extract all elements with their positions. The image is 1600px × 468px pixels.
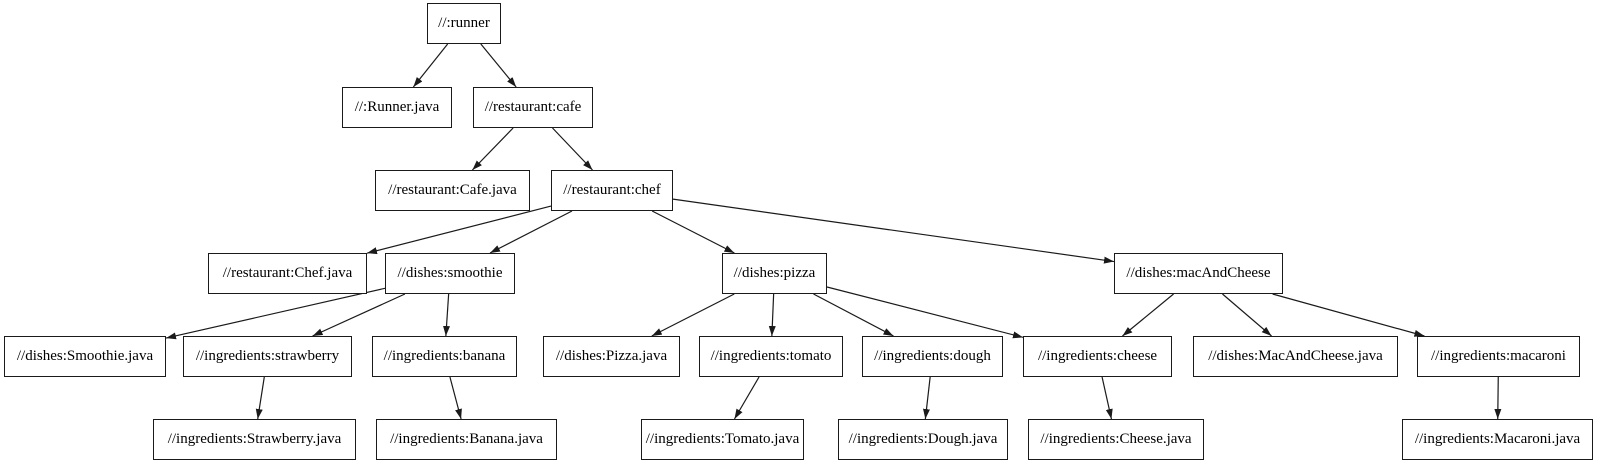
graph-edge-cheese-to-cheese-java bbox=[1101, 376, 1113, 420]
graph-node-tomato-java: //ingredients:Tomato.java bbox=[641, 419, 804, 460]
graph-node-dough-java: //ingredients:Dough.java bbox=[838, 419, 1008, 460]
graph-node-strawberry-java: //ingredients:Strawberry.java bbox=[153, 419, 356, 460]
graph-node-label: //ingredients:Tomato.java bbox=[645, 431, 800, 447]
graph-node-cheese-java: //ingredients:Cheese.java bbox=[1028, 419, 1204, 460]
graph-node-label: //dishes:Pizza.java bbox=[555, 348, 668, 364]
graph-node-smoothie: //dishes:smoothie bbox=[385, 253, 515, 294]
graph-node-cheese: //ingredients:cheese bbox=[1023, 336, 1172, 377]
graph-edge-tomato-to-tomato-java bbox=[733, 376, 760, 420]
graph-node-dough: //ingredients:dough bbox=[862, 336, 1003, 377]
graph-edge-runner-to-runner-java bbox=[412, 43, 449, 88]
graph-node-label: //:runner bbox=[438, 15, 490, 31]
graph-edge-mac-and-cheese-to-macaroni bbox=[1272, 293, 1425, 337]
graph-node-label: //ingredients:dough bbox=[874, 348, 991, 364]
graph-node-macaroni-java: //ingredients:Macaroni.java bbox=[1402, 419, 1593, 460]
graph-edge-chef-to-smoothie bbox=[489, 210, 573, 254]
graph-node-label: //ingredients:macaroni bbox=[1431, 348, 1566, 364]
graph-node-label: //ingredients:Cheese.java bbox=[1040, 431, 1192, 447]
graph-edge-runner-to-cafe bbox=[480, 43, 517, 88]
graph-node-label: //dishes:smoothie bbox=[397, 265, 503, 281]
graph-node-mac-and-cheese-java: //dishes:MacAndCheese.java bbox=[1193, 336, 1398, 377]
graph-edge-pizza-to-dough bbox=[813, 293, 894, 337]
graph-edge-cafe-to-cafe-java bbox=[471, 127, 514, 171]
graph-node-label: //restaurant:Cafe.java bbox=[388, 182, 517, 198]
graph-node-label: //ingredients:Dough.java bbox=[848, 431, 998, 447]
edges-group bbox=[165, 43, 1502, 420]
graph-node-strawberry: //ingredients:strawberry bbox=[183, 336, 352, 377]
graph-node-label: //ingredients:strawberry bbox=[195, 348, 340, 364]
graph-edge-pizza-to-cheese bbox=[826, 286, 1024, 339]
graph-edge-mac-and-cheese-to-cheese bbox=[1122, 293, 1174, 337]
graph-edge-smoothie-to-banana bbox=[443, 293, 451, 337]
graph-node-label: //dishes:macAndCheese bbox=[1126, 265, 1271, 281]
graph-node-smoothie-java: //dishes:Smoothie.java bbox=[4, 336, 166, 377]
graph-node-label: //ingredients:Strawberry.java bbox=[167, 431, 342, 447]
graph-node-label: //restaurant:chef bbox=[563, 182, 661, 198]
graph-edge-pizza-to-pizza-java bbox=[651, 293, 735, 337]
graph-node-cafe-java: //restaurant:Cafe.java bbox=[375, 170, 530, 211]
graph-node-banana: //ingredients:banana bbox=[372, 336, 517, 377]
graph-node-chef: //restaurant:chef bbox=[551, 170, 673, 211]
graph-node-label: //dishes:Smoothie.java bbox=[16, 348, 154, 364]
graph-node-label: //ingredients:tomato bbox=[710, 348, 832, 364]
graph-edge-chef-to-mac-and-cheese bbox=[672, 198, 1115, 264]
graph-edge-macaroni-to-macaroni-java bbox=[1494, 376, 1502, 420]
graph-node-tomato: //ingredients:tomato bbox=[699, 336, 843, 377]
graph-edge-strawberry-to-strawberry-java bbox=[255, 376, 265, 420]
graph-edge-smoothie-to-smoothie-java bbox=[165, 287, 386, 340]
graph-node-banana-java: //ingredients:Banana.java bbox=[376, 419, 557, 460]
graph-node-label: //dishes:pizza bbox=[733, 265, 816, 281]
graph-node-chef-java: //restaurant:Chef.java bbox=[208, 253, 367, 294]
graph-node-label: //restaurant:Chef.java bbox=[222, 265, 353, 281]
graph-node-label: //ingredients:banana bbox=[383, 348, 506, 364]
graph-node-pizza-java: //dishes:Pizza.java bbox=[543, 336, 680, 377]
graph-node-label: //ingredients:Macaroni.java bbox=[1414, 431, 1581, 447]
graph-edge-banana-to-banana-java bbox=[449, 376, 462, 420]
graph-edge-dough-to-dough-java bbox=[923, 376, 931, 420]
graph-node-label: //ingredients:Banana.java bbox=[390, 431, 543, 447]
graph-edge-chef-to-chef-java bbox=[366, 205, 552, 255]
graph-node-label: //restaurant:cafe bbox=[484, 99, 582, 115]
graph-node-macaroni: //ingredients:macaroni bbox=[1417, 336, 1580, 377]
graph-edge-pizza-to-tomato bbox=[768, 293, 776, 337]
graph-edge-cafe-to-chef bbox=[552, 127, 593, 171]
graph-node-mac-and-cheese: //dishes:macAndCheese bbox=[1114, 253, 1283, 294]
graph-edge-smoothie-to-strawberry bbox=[312, 293, 406, 337]
graph-node-label: //dishes:MacAndCheese.java bbox=[1208, 348, 1383, 364]
graph-node-cafe: //restaurant:cafe bbox=[473, 87, 593, 128]
graph-edge-chef-to-pizza bbox=[651, 210, 735, 254]
graph-node-label: //:Runner.java bbox=[354, 99, 440, 115]
graph-node-runner: //:runner bbox=[427, 3, 501, 44]
graph-edge-mac-and-cheese-to-mac-and-cheese-java bbox=[1222, 293, 1272, 337]
graph-node-runner-java: //:Runner.java bbox=[342, 87, 452, 128]
graph-node-label: //ingredients:cheese bbox=[1037, 348, 1158, 364]
graph-node-pizza: //dishes:pizza bbox=[722, 253, 827, 294]
